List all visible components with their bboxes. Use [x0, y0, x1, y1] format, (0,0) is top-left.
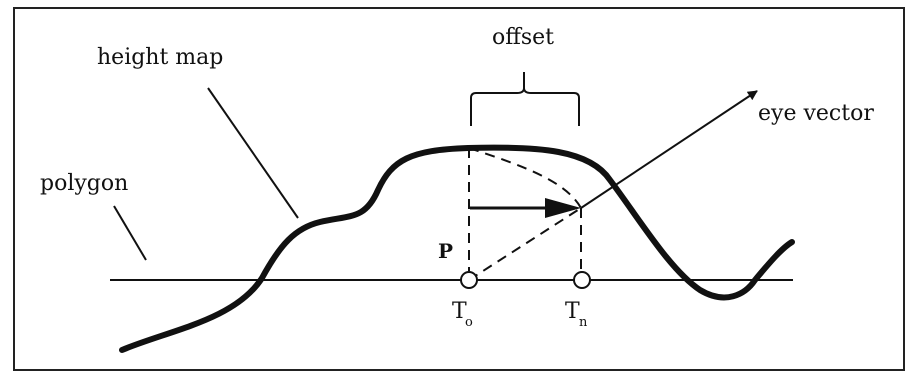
polygon-label: polygon [40, 171, 128, 196]
diagram-frame [13, 7, 905, 371]
dashed-offset-arc [468, 147, 582, 209]
point-t-n [573, 271, 591, 289]
offset-brace [470, 72, 580, 126]
offset-label: offset [492, 25, 554, 50]
height-map-label: height map [97, 45, 223, 70]
polygon-leader-line [113, 205, 147, 261]
eye-vector-label: eye vector [758, 101, 874, 126]
eye-vector-arrow [580, 90, 758, 209]
point-t-o [460, 271, 478, 289]
point-p-label: P [438, 239, 453, 263]
height-map-leader-line [207, 87, 299, 219]
t-o-label: T [452, 299, 467, 324]
t-n-label: T [565, 299, 580, 324]
offset-arrowhead [545, 198, 581, 218]
t-o-subscript: o [465, 315, 473, 330]
t-n-subscript: n [579, 315, 588, 330]
dashed-eye-segment [468, 207, 582, 281]
